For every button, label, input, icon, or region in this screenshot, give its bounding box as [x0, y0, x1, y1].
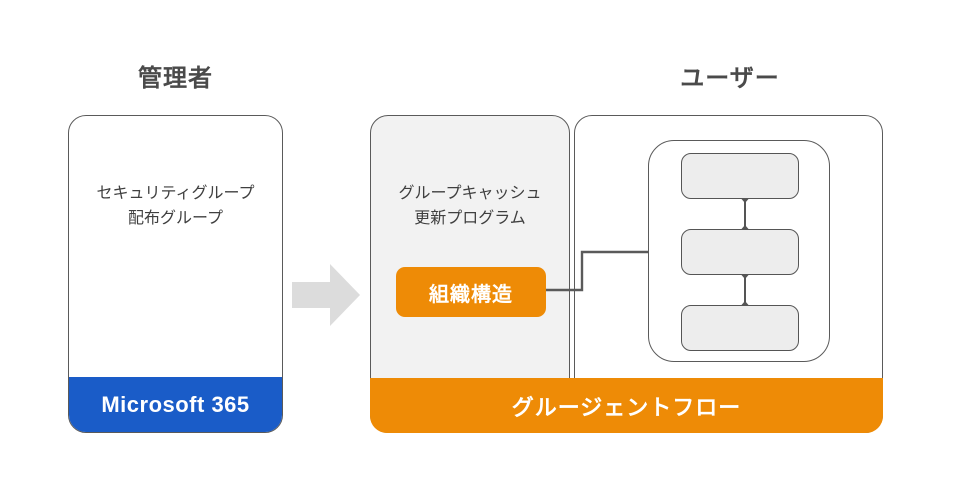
panel-microsoft-365: セキュリティグループ 配布グループ Microsoft 365 [68, 115, 283, 433]
right-arrow-icon [292, 264, 360, 326]
workflow-group [648, 140, 830, 362]
panel-microsoft-365-body-text: セキュリティグループ 配布グループ [96, 185, 255, 227]
panel-group-cache-updater-body-text: グループキャッシュ 更新プログラム [398, 185, 542, 227]
workflow-node-2[interactable] [681, 229, 799, 275]
panel-gluegent-flow-footer-label: グルージェントフロー [370, 378, 883, 433]
section-title-admin: 管理者 [138, 65, 213, 92]
workflow-node-3[interactable] [681, 305, 799, 351]
connector-org-structure-to-workflow [540, 250, 648, 292]
section-title-user: ユーザー [680, 65, 780, 92]
workflow-node-1[interactable] [681, 153, 799, 199]
badge-organizational-structure[interactable]: 組織構造 [396, 267, 546, 317]
workflow-connector-2 [741, 275, 749, 305]
panel-microsoft-365-footer-label: Microsoft 365 [69, 377, 282, 432]
workflow-connector-1 [741, 199, 749, 229]
